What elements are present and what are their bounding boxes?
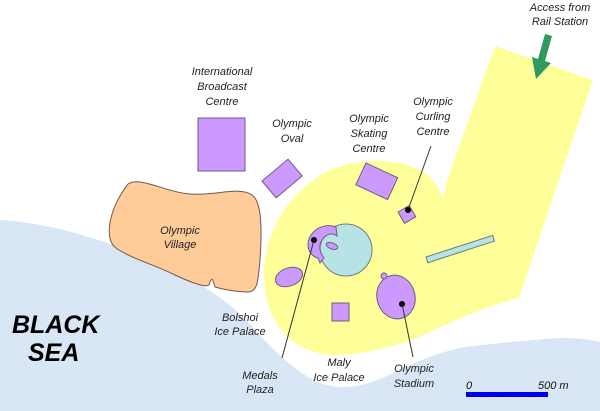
curling-label-2: Curling (416, 111, 452, 123)
oval-label: Olympic (272, 118, 312, 130)
olympic-curling-centre[interactable] (397, 204, 417, 224)
scale-end-label: 500 m (538, 380, 569, 392)
medals-label: Medals (242, 370, 278, 382)
village-label-2: Village (164, 239, 197, 251)
maly-ice-palace[interactable] (331, 302, 350, 322)
curling-marker-dot (405, 207, 411, 213)
broadcast-label-2: Broadcast (197, 81, 247, 93)
olympic-skating-centre[interactable] (355, 162, 399, 201)
maly-label: Maly (327, 357, 352, 369)
olympic-oval[interactable] (261, 158, 303, 199)
water-strip-feature (425, 234, 496, 264)
access-label-2: Rail Station (532, 16, 588, 28)
international-broadcast-centre[interactable] (197, 117, 246, 172)
scale-bar (466, 392, 548, 397)
sea-label: BLACK (12, 311, 101, 339)
sea-label-2: SEA (28, 339, 79, 367)
broadcast-label-3: Centre (205, 96, 238, 108)
medals-plaza[interactable] (307, 225, 338, 264)
stadium-label: Olympic (394, 363, 434, 375)
black-sea-area (0, 220, 600, 411)
olympic-stadium[interactable] (372, 271, 420, 323)
stadium-label-2: Stadium (394, 378, 434, 390)
olympic-park-area (264, 46, 593, 356)
maly-label-2: Ice Palace (313, 372, 364, 384)
stadium-small-circle (380, 272, 388, 280)
skating-label-3: Centre (352, 143, 385, 155)
scale-start-label: 0 (466, 380, 473, 392)
access-label: Access from (529, 2, 591, 14)
skating-label: Olympic (349, 113, 389, 125)
bolshoi-label: Bolshoi (222, 312, 259, 324)
broadcast-label: International (192, 66, 253, 78)
medals-label-2: Plaza (246, 384, 274, 396)
oval-label-2: Oval (281, 133, 304, 145)
curling-leader-line (407, 145, 432, 211)
bolshoi-label-2: Ice Palace (214, 326, 265, 338)
curling-label-3: Centre (416, 126, 449, 138)
small-oval-feature (325, 242, 339, 250)
bolshoi-ice-palace[interactable] (273, 264, 305, 290)
olympic-village[interactable] (108, 181, 262, 293)
stadium-leader-line (401, 303, 414, 358)
down-left-arrow-icon (532, 34, 552, 79)
skating-label-2: Skating (351, 128, 389, 140)
village-label: Olympic (160, 225, 200, 237)
medals-leader-line (281, 239, 315, 359)
curling-label: Olympic (413, 96, 453, 108)
